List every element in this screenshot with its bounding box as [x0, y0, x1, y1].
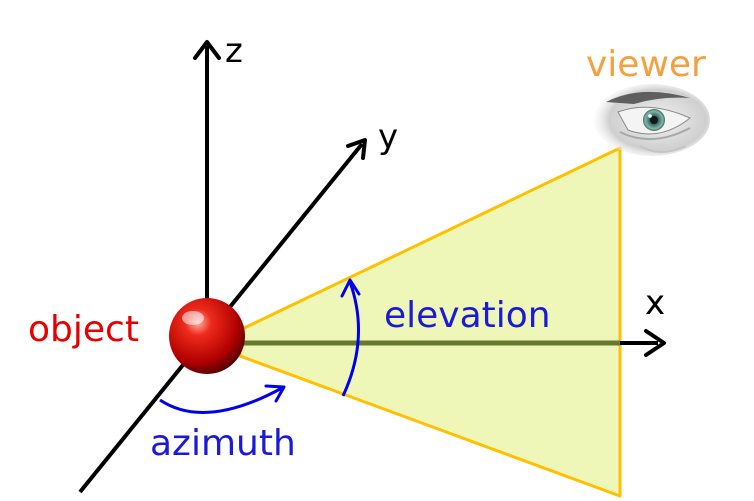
azimuth-arc — [159, 386, 283, 414]
z-axis-label: z — [225, 31, 243, 71]
elevation-arc-arrowhead — [340, 278, 361, 298]
x-axis-arrowhead — [644, 329, 666, 357]
viewer-label: viewer — [586, 44, 706, 85]
z-axis-arrowhead — [193, 40, 221, 60]
azimuth-arc-arrowhead — [264, 384, 286, 403]
elevation-label: elevation — [384, 295, 551, 336]
eye-icon — [594, 84, 710, 156]
object-label: object — [28, 309, 139, 350]
y-axis-arrowhead — [346, 138, 367, 160]
x-axis-label: x — [645, 283, 665, 323]
azimuth-label: azimuth — [150, 423, 296, 464]
y-axis-label: y — [378, 117, 398, 157]
elevation-arc — [341, 281, 360, 397]
sphere-icon — [169, 298, 245, 374]
